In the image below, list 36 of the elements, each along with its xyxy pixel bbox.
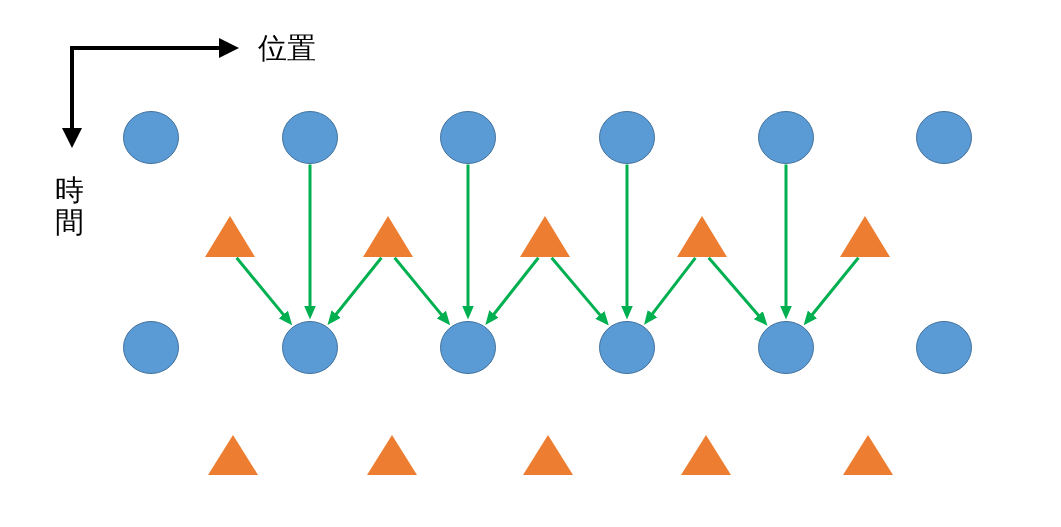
triangle-node	[519, 215, 571, 258]
arrow	[235, 256, 293, 326]
circle-node	[439, 109, 497, 165]
circle-node	[122, 319, 180, 375]
triangle-node	[204, 215, 256, 258]
triangle-node	[680, 433, 732, 476]
axis-label: 位置	[258, 34, 316, 63]
triangle-node	[207, 433, 259, 476]
arrow	[803, 256, 860, 326]
circle-node	[439, 319, 497, 375]
axis-label: 時間	[55, 174, 85, 239]
circle-node	[281, 109, 339, 165]
arrow	[304, 164, 316, 320]
triangle-node	[522, 433, 574, 476]
arrow	[707, 256, 768, 326]
arrow	[550, 256, 609, 326]
triangle-node	[676, 215, 728, 258]
circle-node	[915, 319, 973, 375]
triangle-node	[842, 433, 894, 476]
triangle-node	[366, 433, 418, 476]
triangle-node	[362, 215, 414, 258]
arrow	[780, 164, 792, 320]
arrow	[644, 256, 697, 325]
circle-node	[122, 109, 180, 165]
arrow	[485, 256, 540, 325]
circle-node	[757, 319, 815, 375]
circle-node	[915, 109, 973, 165]
arrow	[327, 256, 383, 326]
circle-node	[598, 109, 656, 165]
arrow	[462, 164, 474, 320]
circle-node	[598, 319, 656, 375]
triangle-node	[839, 215, 891, 258]
circle-node	[281, 319, 339, 375]
circle-node	[757, 109, 815, 165]
arrow	[621, 164, 633, 320]
arrow	[393, 256, 451, 326]
